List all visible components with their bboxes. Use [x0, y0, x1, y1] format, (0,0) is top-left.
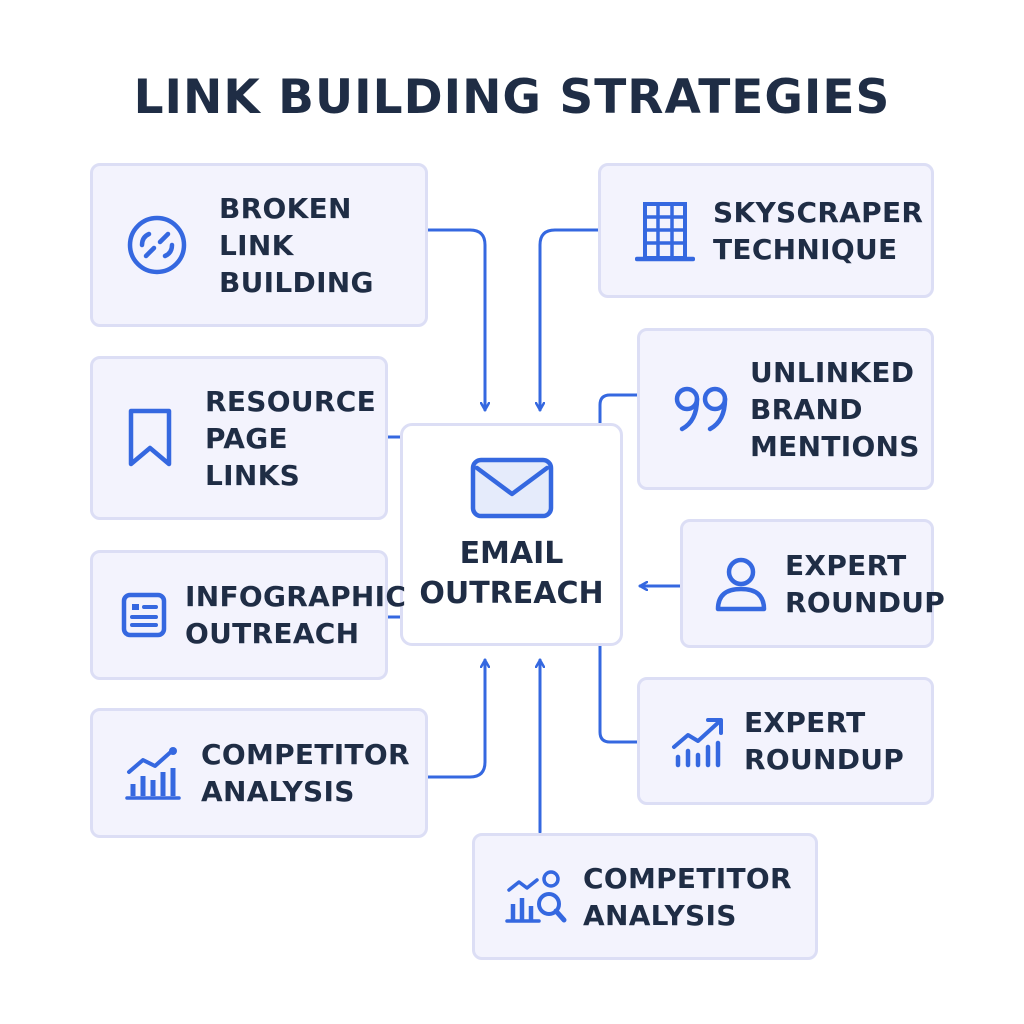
person-icon	[715, 557, 767, 611]
node-label: SKYSCRAPER TECHNIQUE	[713, 195, 924, 266]
node-label: BROKEN LINK BUILDING	[219, 191, 374, 299]
node-infographic-outreach[interactable]: INFOGRAPHIC OUTREACH	[90, 550, 406, 680]
diagram-title: LINK BUILDING STRATEGIES	[133, 70, 891, 125]
building-icon	[635, 201, 695, 261]
growth-chart-icon	[125, 747, 181, 800]
center-node-email-outreach[interactable]: EMAIL OUTREACH	[400, 423, 623, 646]
node-unlinked-brand-mentions[interactable]: UNLINKED BRAND MENTIONS	[637, 328, 934, 490]
node-label: COMPETITOR ANALYSIS	[583, 861, 792, 932]
connector-competitor-1	[426, 658, 485, 779]
node-skyscraper-technique[interactable]: SKYSCRAPER TECHNIQUE	[598, 163, 934, 298]
node-label: EXPERT ROUNDUP	[785, 548, 946, 619]
infographic-icon	[121, 592, 167, 638]
connector-unlinked	[598, 393, 639, 425]
broken-link-icon	[127, 215, 187, 275]
node-expert-roundup-trend[interactable]: EXPERT ROUNDUP	[637, 677, 934, 805]
envelope-icon	[470, 457, 553, 518]
node-broken-link-building[interactable]: BROKEN LINK BUILDING	[90, 163, 428, 327]
center-node-label: EMAIL OUTREACH	[419, 535, 604, 611]
node-competitor-analysis-search[interactable]: COMPETITOR ANALYSIS	[472, 833, 818, 960]
connector-expert-2	[598, 644, 639, 744]
connector-skyscraper	[540, 228, 600, 412]
analysis-search-icon	[505, 869, 567, 923]
node-expert-roundup[interactable]: EXPERT ROUNDUP	[680, 519, 945, 648]
node-label: INFOGRAPHIC OUTREACH	[185, 580, 407, 650]
node-label: COMPETITOR ANALYSIS	[201, 738, 410, 808]
node-label: EXPERT ROUNDUP	[744, 706, 905, 776]
node-resource-page-links[interactable]: RESOURCE PAGE LINKS	[90, 356, 388, 520]
connector-broken-link	[426, 228, 485, 412]
node-label: RESOURCE PAGE LINKS	[205, 384, 377, 492]
node-competitor-analysis[interactable]: COMPETITOR ANALYSIS	[90, 708, 428, 838]
bookmark-icon	[128, 408, 172, 467]
quote-icon	[674, 386, 728, 432]
trend-chart-icon	[672, 718, 723, 768]
node-label: UNLINKED BRAND MENTIONS	[750, 355, 920, 463]
